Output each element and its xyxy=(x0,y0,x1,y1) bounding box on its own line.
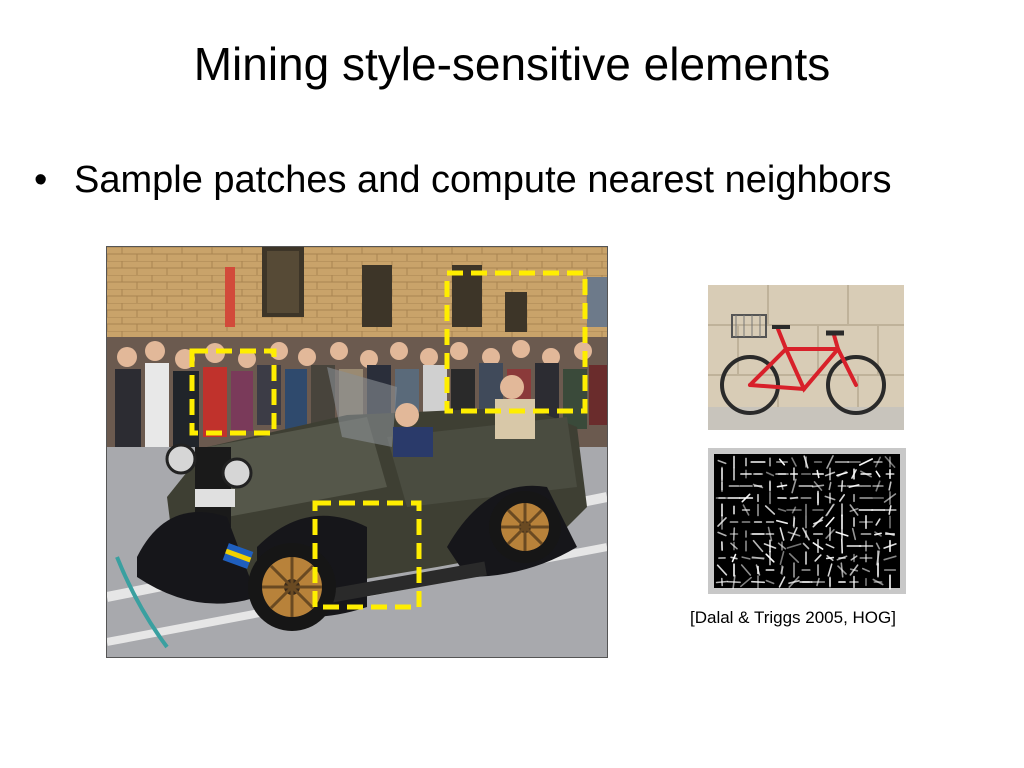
hog-gradient-glyph xyxy=(779,527,785,541)
hog-gradient-glyph xyxy=(791,506,797,514)
hog-gradient-glyph xyxy=(840,562,844,578)
hog-gradient-glyph xyxy=(791,457,797,467)
hog-gradient-glyph xyxy=(888,481,892,491)
hog-gradient-glyph xyxy=(788,553,800,563)
hog-gradient-glyph xyxy=(836,471,848,477)
hog-gradient-glyph xyxy=(764,505,776,515)
hog-gradient-glyph xyxy=(862,567,870,573)
hog-gradient-glyph xyxy=(751,556,765,560)
hog-gradient-glyph xyxy=(885,531,895,537)
hog-gradient-glyph xyxy=(888,505,892,515)
hog-gradient-glyph xyxy=(874,531,882,537)
hog-gradient-glyph xyxy=(715,580,729,584)
hog-gradient-glyph xyxy=(825,503,835,517)
slide-title: Mining style-sensitive elements xyxy=(193,38,831,90)
car-parade-photo xyxy=(106,246,608,658)
hog-gradient-glyph xyxy=(851,527,857,541)
hog-gradient-glyph xyxy=(776,519,788,525)
hog-gradient-glyph xyxy=(814,554,822,562)
bicycle-photo xyxy=(708,285,904,430)
hog-gradient-glyph xyxy=(837,470,847,478)
hog-gradient-glyph xyxy=(816,577,820,587)
hog-gradient-glyph xyxy=(792,517,796,527)
hog-gradient-glyph xyxy=(777,508,787,512)
hog-gradient-glyph xyxy=(825,516,835,528)
hog-gradient-glyph xyxy=(717,531,727,537)
hog-gradient-glyph xyxy=(791,478,797,494)
hog-gradient-glyph xyxy=(803,455,809,469)
hog-gradient-glyph xyxy=(740,576,752,588)
hog-gradient-glyph xyxy=(812,516,824,528)
hog-gradient-glyph xyxy=(752,539,764,553)
hog-gradient-glyph xyxy=(850,555,858,561)
hog-gradient-glyph xyxy=(859,458,873,466)
hog-gradient-glyph xyxy=(816,469,820,479)
hog-gradient-glyph xyxy=(883,493,897,503)
hog-gradient-glyph xyxy=(875,470,881,478)
hog-gradient-glyph xyxy=(788,576,800,588)
hog-gradient-glyph xyxy=(732,574,736,590)
hog-gradient-glyph xyxy=(874,532,882,536)
hog-gradient-glyph xyxy=(717,459,727,465)
hog-gradient-glyph xyxy=(779,551,785,565)
hog-gradient-glyph xyxy=(790,527,798,541)
hog-gradient-glyph xyxy=(849,568,859,572)
hog-gradient-glyph xyxy=(731,553,737,563)
hog-gradient-glyph xyxy=(826,455,834,469)
hog-gradient-glyph xyxy=(802,527,810,541)
hog-gradient-glyph xyxy=(730,542,738,550)
hog-gradient-glyph xyxy=(780,566,784,574)
hog-gradient-glyph xyxy=(765,553,775,563)
hog-gradient-glyph xyxy=(750,580,766,584)
hog-gradient-glyph xyxy=(786,543,802,549)
hog-gradient-glyph xyxy=(765,579,775,585)
bullet-text: Sample patches and compute nearest neigh… xyxy=(74,159,892,201)
hog-gradient-glyph xyxy=(741,556,751,560)
hog-gradient-glyph xyxy=(824,495,836,501)
hog-gradient-glyph xyxy=(811,484,825,488)
citation: [Dalal & Triggs 2005, HOG] xyxy=(690,608,896,627)
hog-gradient-glyph xyxy=(777,542,787,550)
hog-gradient-glyph xyxy=(826,504,834,516)
hog-gradient-glyph xyxy=(767,526,773,542)
hog-gradient-glyph xyxy=(778,576,786,588)
hog-gradient-glyph xyxy=(802,542,810,550)
hog-gradient-glyph xyxy=(849,504,859,516)
hog-gradient-glyph xyxy=(875,518,881,526)
hog-gradient-glyph xyxy=(825,543,835,549)
hog-gradient-glyph xyxy=(835,531,849,537)
hog-gradient-glyph xyxy=(883,555,897,561)
bullet-item: • Sample patches and compute nearest neig… xyxy=(34,156,892,204)
bullet-marker: • xyxy=(34,159,48,201)
hog-gradient-glyph xyxy=(716,564,728,576)
hog-gradient-glyph xyxy=(860,470,872,478)
hog-gradient-glyph xyxy=(740,564,752,576)
hog-gradient-glyph xyxy=(824,471,836,477)
hog-gradient-glyph xyxy=(827,563,833,577)
hog-gradient-glyph xyxy=(780,481,784,491)
hog-gradient-glyph xyxy=(839,494,845,502)
hog-visualization xyxy=(708,448,906,594)
hog-gradient-glyph xyxy=(883,543,897,549)
hog-gradient-glyph xyxy=(875,542,881,550)
hog-gradient-glyph xyxy=(826,554,834,562)
hog-gradient-glyph xyxy=(828,481,832,491)
hog-gradient-glyph xyxy=(765,471,775,477)
hog-gradient-glyph xyxy=(741,493,751,503)
